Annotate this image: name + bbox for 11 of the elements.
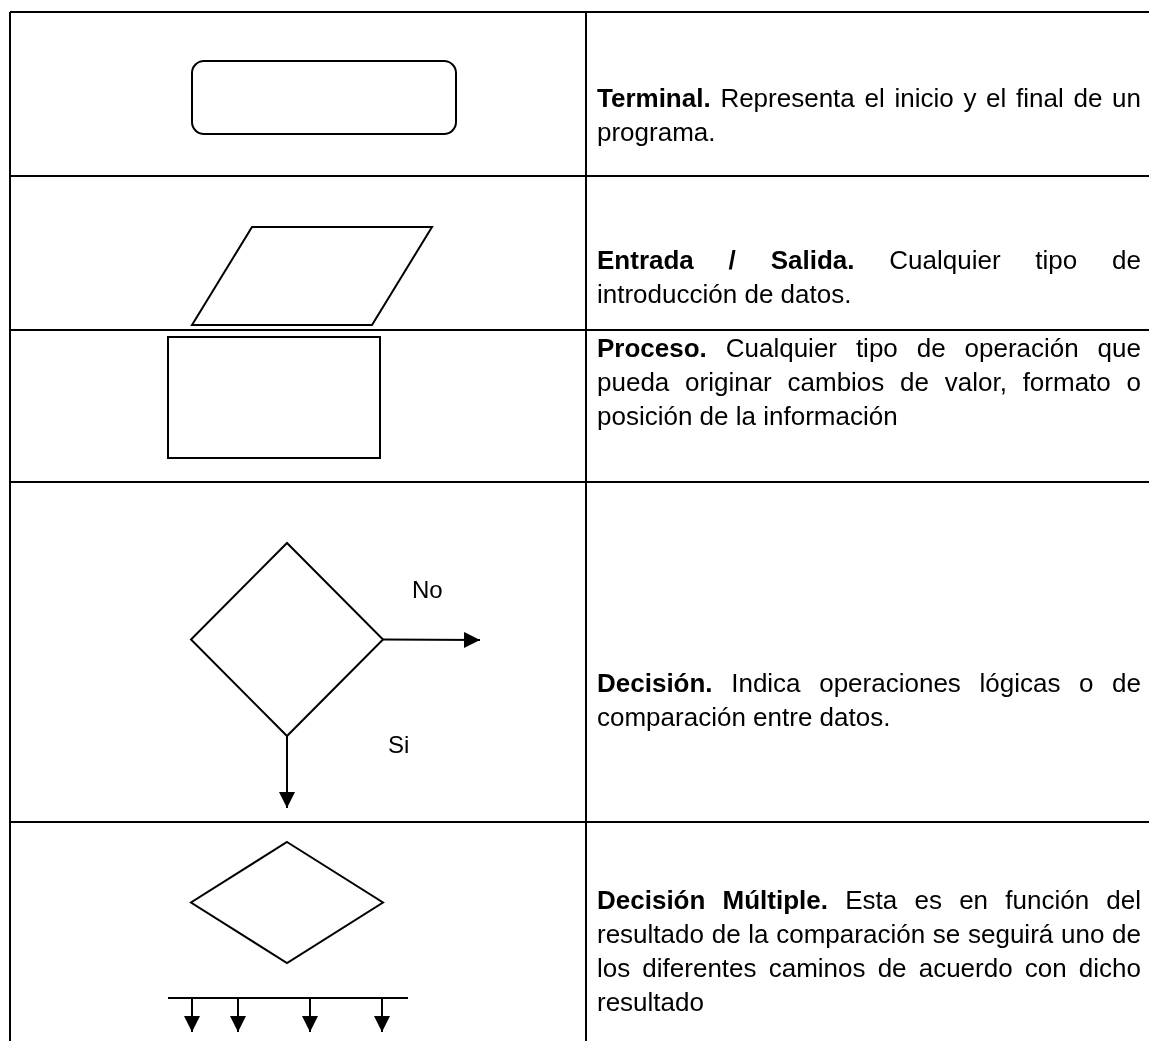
- description-text: Proceso. Cualquier tipo de operación que pueda originar cambios de valor, formato o posición de la información: [597, 332, 1141, 433]
- description-text: Decisión Múltiple. Esta es en función del resultado de la comparación se seguirá uno de los diferentes caminos de acuerdo con dicho resultado: [597, 884, 1141, 1019]
- arrow: [230, 997, 246, 1033]
- description-text: Entrada / Salida. Cualquier tipo de introducción de datos.: [597, 244, 1141, 311]
- arrow: [184, 997, 200, 1033]
- description-text: Terminal. Representa el inicio y el final de un programa.: [597, 82, 1141, 149]
- arrow: [374, 997, 390, 1033]
- arrow: [279, 735, 295, 809]
- description-text: Decisión. Indica operaciones lógicas o de comparación entre datos.: [597, 667, 1141, 734]
- arrow: [382, 631, 481, 648]
- arrow: [302, 997, 318, 1033]
